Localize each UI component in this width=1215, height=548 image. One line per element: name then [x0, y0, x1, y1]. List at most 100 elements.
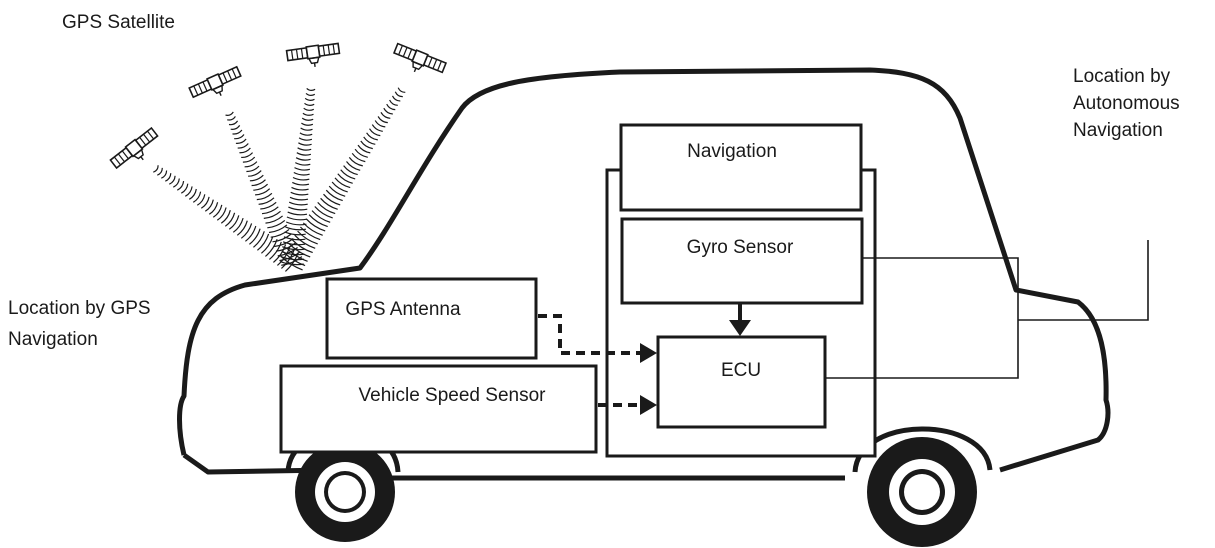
signal-arc [273, 244, 287, 263]
signal-arc [270, 228, 290, 238]
signal-arc [294, 167, 311, 171]
signal-arc [331, 181, 348, 193]
signal-arc [224, 212, 236, 227]
signal-arc [374, 120, 386, 128]
signal-arc [368, 128, 381, 137]
signal-arc [306, 87, 316, 91]
signal-arc [297, 230, 318, 245]
signal-arc [248, 170, 262, 177]
signal-arc [261, 206, 279, 215]
ecu-label: ECU [721, 360, 761, 381]
signal-arc [272, 233, 292, 243]
signal-arc [295, 157, 311, 161]
signal-arc [288, 201, 308, 206]
signal-arc [293, 171, 310, 176]
signal-arc [232, 129, 243, 135]
signal-arc [391, 95, 401, 102]
signal-arc [244, 161, 258, 168]
location-autonomous-line1: Location by [1073, 66, 1171, 87]
signal-arc [397, 87, 406, 93]
signal-arc [161, 170, 168, 179]
signal-arc [357, 144, 371, 154]
signal-arc [200, 196, 210, 209]
signal-arc [263, 210, 281, 219]
signal-arc [386, 103, 396, 111]
arrow-icon [640, 343, 657, 363]
signal-arc [228, 120, 239, 126]
signal-arc [303, 107, 315, 111]
signal-arc [292, 181, 310, 186]
signal-arc [308, 214, 328, 228]
gps-antenna-label: GPS Antenna [345, 299, 461, 320]
signal-arc [314, 206, 333, 219]
signal-arc [285, 247, 308, 262]
signal-arc [299, 226, 321, 241]
connector-line [1018, 240, 1149, 321]
gyro-sensor-label: Gyro Sensor [687, 237, 794, 258]
signal-arc [153, 165, 159, 173]
signal-arc [251, 179, 266, 187]
signal-arc [165, 173, 172, 182]
location-gps-line2: Navigation [8, 329, 98, 350]
navigation-box [619, 123, 863, 212]
vehicle-speed-sensor-label: Vehicle Speed Sensor [359, 385, 547, 406]
signal-arc [196, 194, 206, 206]
signal-arc [288, 206, 308, 211]
signal-arc [216, 207, 227, 221]
signal-arc [265, 215, 283, 224]
signal-arc [228, 215, 240, 230]
ecu-box [656, 335, 827, 429]
signal-arc [188, 188, 197, 200]
signal-arc [261, 236, 274, 254]
location-gps-line1: Location by GPS [8, 298, 151, 319]
signal-arc [173, 178, 180, 188]
signal-arc [302, 112, 314, 116]
satellite-icon [188, 65, 246, 108]
signal-arc [181, 183, 189, 194]
wheel-icon [295, 442, 395, 542]
signal-arc [204, 199, 214, 212]
signal-arc [325, 189, 343, 202]
signal-arc [282, 241, 306, 246]
signal-arc [267, 219, 286, 229]
signal-arc [230, 125, 241, 130]
signal-arc [282, 251, 306, 267]
signal-arc [225, 111, 234, 116]
arrow-icon [729, 320, 751, 336]
satellite-icon [109, 126, 165, 177]
signal-arc [253, 183, 269, 191]
signal-arc [157, 167, 163, 176]
signal-arc [360, 140, 373, 150]
signal-arc [260, 201, 277, 210]
signal-arc [279, 255, 303, 271]
signal-arc [242, 156, 256, 163]
location-autonomous-line3: Navigation [1073, 120, 1163, 141]
signal-arc [389, 99, 398, 106]
signal-arc [258, 197, 275, 205]
signal-arc [351, 152, 366, 163]
signal-arc [371, 124, 383, 132]
signal-arc [208, 202, 219, 215]
signal-arc [296, 152, 312, 156]
signal-arc [249, 174, 264, 182]
signal-arc [249, 228, 261, 245]
gyro-sensor-box [620, 217, 864, 305]
signal-arc [354, 148, 368, 158]
wheel-icon [867, 437, 977, 547]
signal-arc [184, 186, 193, 197]
signal-arc [297, 147, 312, 151]
signal-arc [302, 222, 323, 236]
signal-arc [346, 161, 361, 171]
gps-antenna-box [325, 277, 538, 360]
arrow-icon [640, 395, 657, 415]
signal-arc [304, 102, 315, 106]
signal-arc [348, 157, 363, 167]
signal-arc [240, 223, 253, 239]
signal-arc [301, 117, 314, 121]
signal-arc [288, 242, 311, 258]
connector-line [825, 257, 1019, 379]
signal-arc [287, 211, 308, 216]
signal-arc [281, 249, 295, 269]
signal-arc [320, 197, 338, 210]
